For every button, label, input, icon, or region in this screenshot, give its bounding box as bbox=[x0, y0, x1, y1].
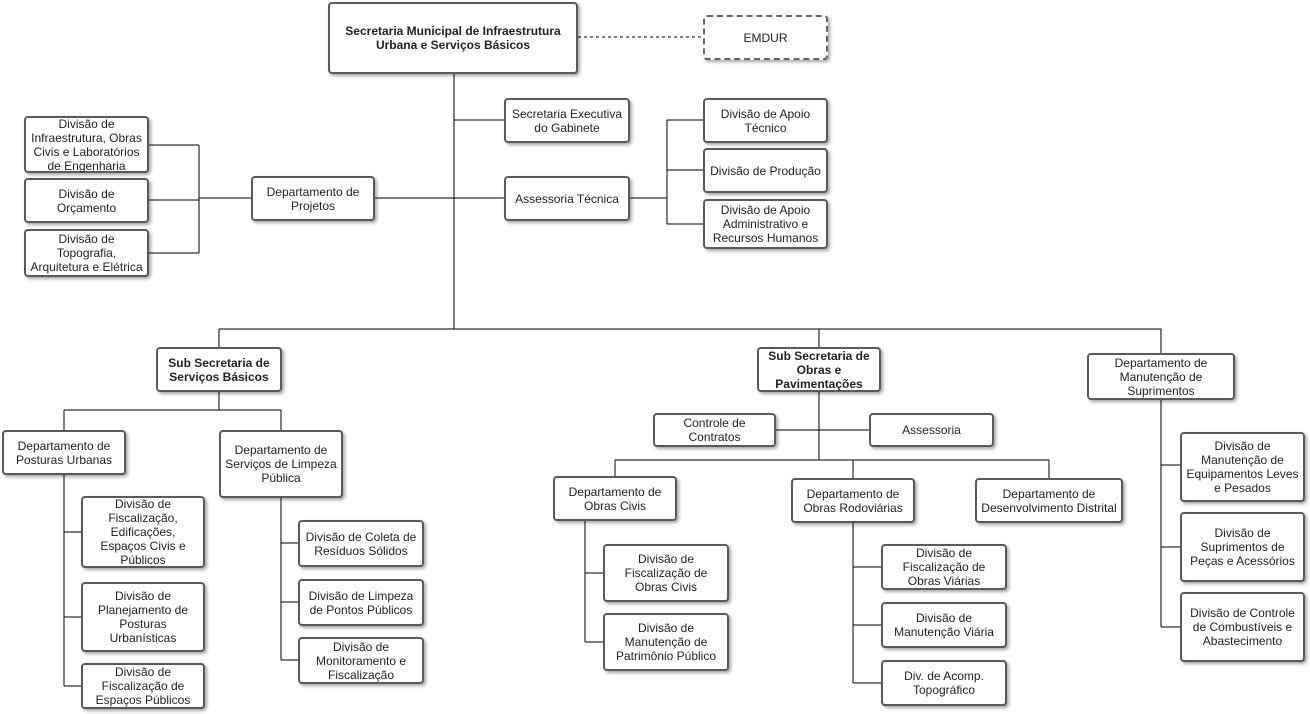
node-dep-projetos[interactable]: Departamento de Projetos bbox=[251, 176, 375, 221]
node-div-fiscalizacao-obras-viarias[interactable]: Divisão de Fiscalização de Obras Viárias bbox=[881, 544, 1007, 590]
node-dep-manutencao-suprimentos[interactable]: Departamento de Manutenção de Suprimento… bbox=[1087, 353, 1235, 400]
node-div-apoio-tecnico[interactable]: Divisão de Apoio Técnico bbox=[703, 98, 828, 143]
node-div-planejamento[interactable]: Divisão de Planejamento de Posturas Urba… bbox=[81, 582, 205, 652]
node-div-topografia[interactable]: Divisão de Topografia, Arquitetura e Elé… bbox=[24, 229, 149, 277]
node-secretaria-executiva[interactable]: Secretaria Executiva do Gabinete bbox=[504, 98, 630, 143]
node-div-fiscalizacao-espacos[interactable]: Divisão de Fiscalização de Espaços Públi… bbox=[81, 663, 205, 709]
node-sub-servicos-basicos[interactable]: Sub Secretaria de Serviços Básicos bbox=[156, 347, 282, 392]
node-div-limpeza-pontos[interactable]: Divisão de Limpeza de Pontos Públicos bbox=[298, 579, 424, 626]
node-dep-obras-civis[interactable]: Departamento de Obras Civis bbox=[553, 476, 677, 521]
node-div-infraestrutura[interactable]: Divisão de Infraestrutura, Obras Civis e… bbox=[24, 116, 149, 173]
node-div-fiscalizacao-obras-civis[interactable]: Divisão de Fiscalização de Obras Civis bbox=[603, 544, 729, 602]
node-div-apoio-administrativo[interactable]: Divisão de Apoio Administrativo e Recurs… bbox=[703, 199, 828, 249]
node-div-controle-combustiveis[interactable]: Divisão de Controle de Combustíveis e Ab… bbox=[1180, 592, 1305, 662]
node-div-acomp-topografico[interactable]: Div. de Acomp. Topográfico bbox=[881, 660, 1007, 706]
node-div-manutencao-viaria[interactable]: Divisão de Manutenção Viária bbox=[881, 602, 1007, 648]
node-div-coleta[interactable]: Divisão de Coleta de Resíduos Sólidos bbox=[298, 520, 424, 567]
node-dep-obras-rodoviarias[interactable]: Departamento de Obras Rodoviárias bbox=[791, 478, 915, 523]
node-div-manutencao-equipamentos[interactable]: Divisão de Manutenção de Equipamentos Le… bbox=[1180, 432, 1305, 502]
node-div-manutencao-patrimonio[interactable]: Divisão de Manutenção de Patrimônio Públ… bbox=[603, 613, 729, 671]
node-assessoria[interactable]: Assessoria bbox=[869, 413, 994, 447]
node-assessoria-tecnica[interactable]: Assessoria Técnica bbox=[504, 176, 630, 221]
node-dep-limpeza[interactable]: Departamento de Serviços de Limpeza Públ… bbox=[219, 430, 343, 498]
node-dep-desenvolvimento[interactable]: Departamento de Desenvolvimento Distrita… bbox=[975, 478, 1123, 523]
node-div-producao[interactable]: Divisão de Produção bbox=[703, 148, 828, 193]
node-div-orcamento[interactable]: Divisão de Orçamento bbox=[24, 178, 149, 223]
node-div-monitoramento[interactable]: Divisão de Monitoramento e Fiscalização bbox=[298, 637, 424, 684]
node-dep-posturas[interactable]: Departamento de Posturas Urbanas bbox=[2, 430, 126, 475]
node-emdur[interactable]: EMDUR bbox=[703, 15, 828, 60]
node-sub-obras[interactable]: Sub Secretaria de Obras e Pavimentações bbox=[757, 347, 881, 392]
node-div-fiscalizacao-edificacoes[interactable]: Divisão de Fiscalização, Edificações, Es… bbox=[81, 496, 205, 568]
node-controle-contratos[interactable]: Controle de Contratos bbox=[653, 413, 776, 447]
node-root-secretaria[interactable]: Secretaria Municipal de Infraestrutura U… bbox=[328, 2, 578, 74]
node-div-suprimentos-pecas[interactable]: Divisão de Suprimentos de Peças e Acessó… bbox=[1180, 512, 1305, 582]
